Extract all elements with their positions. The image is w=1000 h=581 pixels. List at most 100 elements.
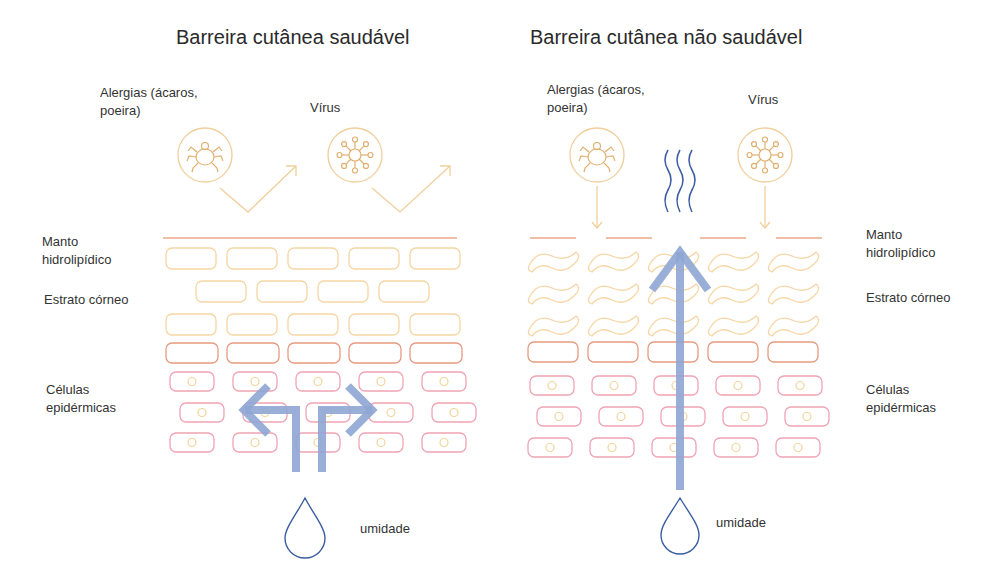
epidermal-cell — [233, 372, 277, 391]
corneocyte — [349, 248, 399, 269]
damaged-corneocyte — [528, 316, 578, 336]
corneocyte — [227, 314, 277, 335]
damaged-corneocyte — [708, 252, 758, 272]
virus-spike-tip — [363, 163, 368, 168]
epidermal-cell — [599, 407, 643, 426]
granular-cell — [528, 342, 578, 362]
epidermal-cell — [590, 438, 634, 457]
epidermal-cell — [652, 438, 696, 457]
virus-spike-tip — [337, 153, 342, 158]
corneocyte — [318, 281, 368, 302]
virus-spike — [354, 142, 355, 149]
virus-spike-tip — [763, 137, 768, 142]
damaged-corneocyte — [588, 316, 638, 336]
virus-spike — [346, 159, 351, 164]
mite-leg — [213, 147, 222, 152]
threat-label: Alergias (ácaros, poeira) — [547, 81, 657, 116]
virus-spike — [359, 159, 364, 164]
panel-title: Barreira cutânea não saudável — [530, 24, 802, 51]
damaged-corneocyte — [588, 284, 638, 304]
cell-nucleus — [548, 382, 556, 390]
epidermal-cell — [296, 372, 340, 391]
virus-spike-tip — [752, 142, 757, 147]
virus-spike — [354, 161, 355, 168]
deflect-arrows — [220, 166, 770, 228]
mite-leg — [212, 163, 218, 172]
epidermal-cell — [528, 438, 572, 457]
cell-nucleus — [440, 378, 448, 386]
virus-icon — [337, 137, 783, 173]
threat-label: Alergias (ácaros, poeira) — [100, 84, 210, 119]
epidermal-cell — [170, 433, 214, 452]
granular-cell — [349, 343, 401, 363]
virus-spike — [764, 161, 765, 168]
granular-cell — [227, 343, 279, 363]
granular-cell — [768, 342, 818, 362]
cell-nucleus — [387, 409, 395, 417]
corneocyte — [227, 248, 277, 269]
layer-label: Manto hidrolipídico — [42, 233, 147, 268]
epidermal-cell — [422, 372, 466, 391]
cell-nucleus — [377, 439, 385, 447]
virus-spike-tip — [353, 137, 358, 142]
mite-leg — [580, 147, 589, 152]
epidermal-cell — [359, 433, 403, 452]
mite-icon — [187, 143, 615, 173]
layer-label: Estrato córneo — [866, 289, 951, 307]
epidermal-cell — [716, 376, 760, 395]
granular-cell — [410, 343, 462, 363]
virus-spike-tip — [773, 163, 778, 168]
virus-spike-tip — [773, 142, 778, 147]
virus-spike — [771, 154, 778, 155]
granular-cell — [288, 343, 340, 363]
granular-cell — [648, 342, 698, 362]
damaged-corneocyte — [708, 284, 758, 304]
epidermal-cell — [776, 438, 820, 457]
virus-spike — [361, 154, 368, 155]
allergen-icons — [178, 128, 792, 182]
corneocyte — [166, 314, 216, 335]
virus-spike-tip — [342, 142, 347, 147]
mite-leg — [192, 163, 198, 172]
virus-core — [349, 149, 361, 161]
cell-nucleus — [796, 382, 804, 390]
epidermal-cell — [170, 372, 214, 391]
damaged-corneocyte — [528, 252, 578, 272]
mite-leg — [579, 156, 588, 161]
skin-cells — [166, 248, 829, 457]
cell-nucleus — [251, 439, 259, 447]
corneocyte — [257, 281, 307, 302]
virus-spike — [359, 146, 364, 151]
cell-nucleus — [440, 439, 448, 447]
threat-label: Vírus — [748, 91, 778, 109]
granular-cell — [708, 342, 758, 362]
damaged-corneocyte — [768, 284, 818, 304]
corneocyte — [410, 248, 460, 269]
virus-spike-tip — [342, 163, 347, 168]
panel-title: Barreira cutânea saudável — [176, 24, 409, 51]
layer-label: Estrato córneo — [44, 291, 129, 309]
moisture-arrows — [244, 252, 708, 490]
mite-leg — [606, 156, 615, 161]
cell-nucleus — [741, 413, 749, 421]
cell-nucleus — [803, 413, 811, 421]
epidermal-cell — [592, 376, 636, 395]
cell-nucleus — [188, 378, 196, 386]
virus-spike — [752, 154, 759, 155]
epidermal-cell — [369, 403, 413, 422]
epidermal-cell — [714, 438, 758, 457]
epidermal-cell — [233, 433, 277, 452]
corneocyte — [196, 281, 246, 302]
corneocyte — [410, 314, 460, 335]
virus-spike — [342, 154, 349, 155]
virus-spike — [756, 146, 761, 151]
damaged-corneocyte — [708, 316, 758, 336]
epidermal-cell — [422, 433, 466, 452]
damaged-corneocyte — [528, 284, 578, 304]
damaged-corneocyte — [588, 252, 638, 272]
mite-head — [594, 143, 601, 150]
cell-nucleus — [608, 444, 616, 452]
virus-core — [759, 149, 771, 161]
epidermal-cell — [530, 376, 574, 395]
